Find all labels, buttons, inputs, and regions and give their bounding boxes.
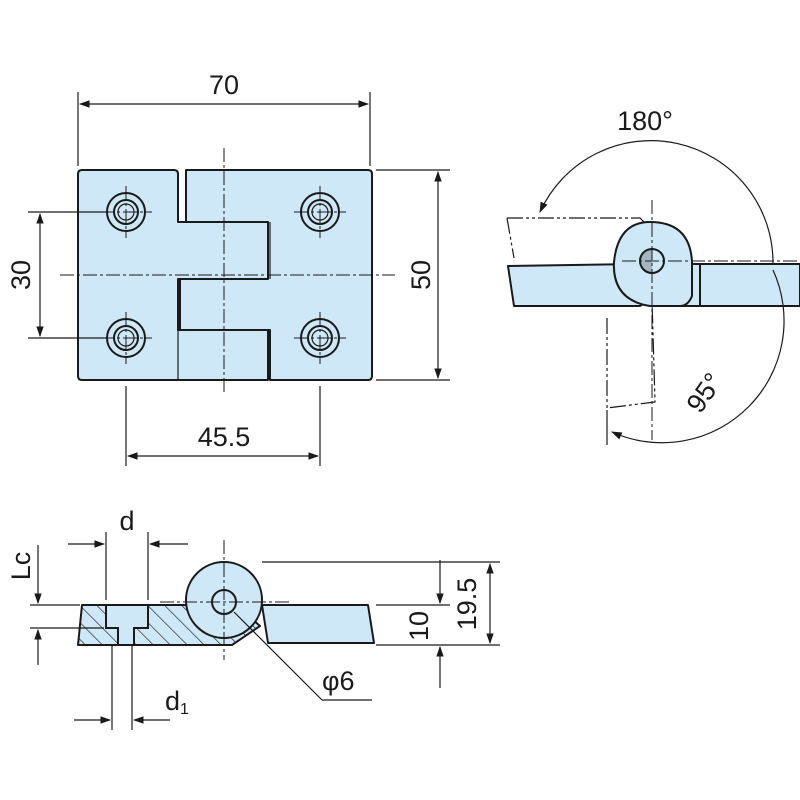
- dim-19-5-label: 19.5: [452, 578, 482, 631]
- dim-10-label: 10: [404, 611, 434, 641]
- dim-30-label: 30: [6, 260, 36, 290]
- side-view: 180° 95°: [506, 106, 800, 445]
- dimension-height: 50: [376, 169, 450, 381]
- dimension-leaf-thickness: 10: [376, 560, 500, 688]
- section-right-leaf: [261, 604, 375, 644]
- section-view: d d1 Lc 10 19.: [6, 506, 500, 730]
- dimension-width: 70: [77, 70, 371, 166]
- dim-45-5-label: 45.5: [198, 422, 251, 452]
- dimension-d1: d1: [74, 645, 189, 730]
- dimension-d: d: [68, 506, 188, 600]
- dim-phi6-label: φ6: [322, 666, 355, 696]
- top-view: 70 30 50 45.5: [6, 70, 450, 466]
- dimension-lc: Lc: [6, 545, 104, 665]
- dim-lc-label: Lc: [6, 552, 36, 581]
- angle-180-label: 180°: [617, 106, 673, 136]
- dimension-hole-pitch-vertical: 30: [6, 211, 106, 339]
- dimension-hole-pitch-horizontal: 45.5: [125, 386, 321, 466]
- knuckle: [612, 200, 800, 440]
- dim-d-label: d: [119, 506, 134, 536]
- pin-diameter-leader: φ6: [233, 611, 372, 701]
- dimension-overall-height: 19.5: [262, 561, 500, 645]
- dim-d1-label: d1: [165, 686, 189, 718]
- angle-95-label: 95°: [681, 368, 729, 419]
- dim-50-label: 50: [406, 260, 436, 290]
- angle-180-indicator: 180°: [539, 106, 774, 265]
- counterbore-hole: [105, 604, 149, 646]
- dim-70-label: 70: [209, 70, 239, 100]
